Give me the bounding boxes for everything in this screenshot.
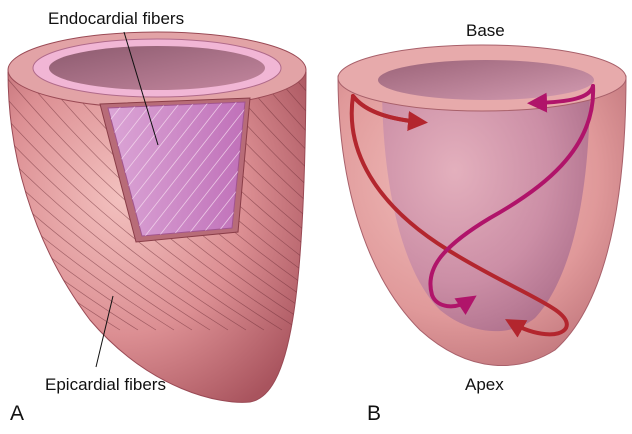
label-epicardial-fibers: Epicardial fibers <box>45 376 166 393</box>
panel-b-heart <box>338 45 626 366</box>
panel-letter-a: A <box>10 403 24 424</box>
panel-letter-b: B <box>367 403 381 424</box>
panel-b-cavity <box>378 60 594 100</box>
label-apex: Apex <box>465 376 504 393</box>
label-base: Base <box>466 22 505 39</box>
label-endocardial-fibers: Endocardial fibers <box>48 10 184 27</box>
panel-a-cavity <box>49 46 265 90</box>
